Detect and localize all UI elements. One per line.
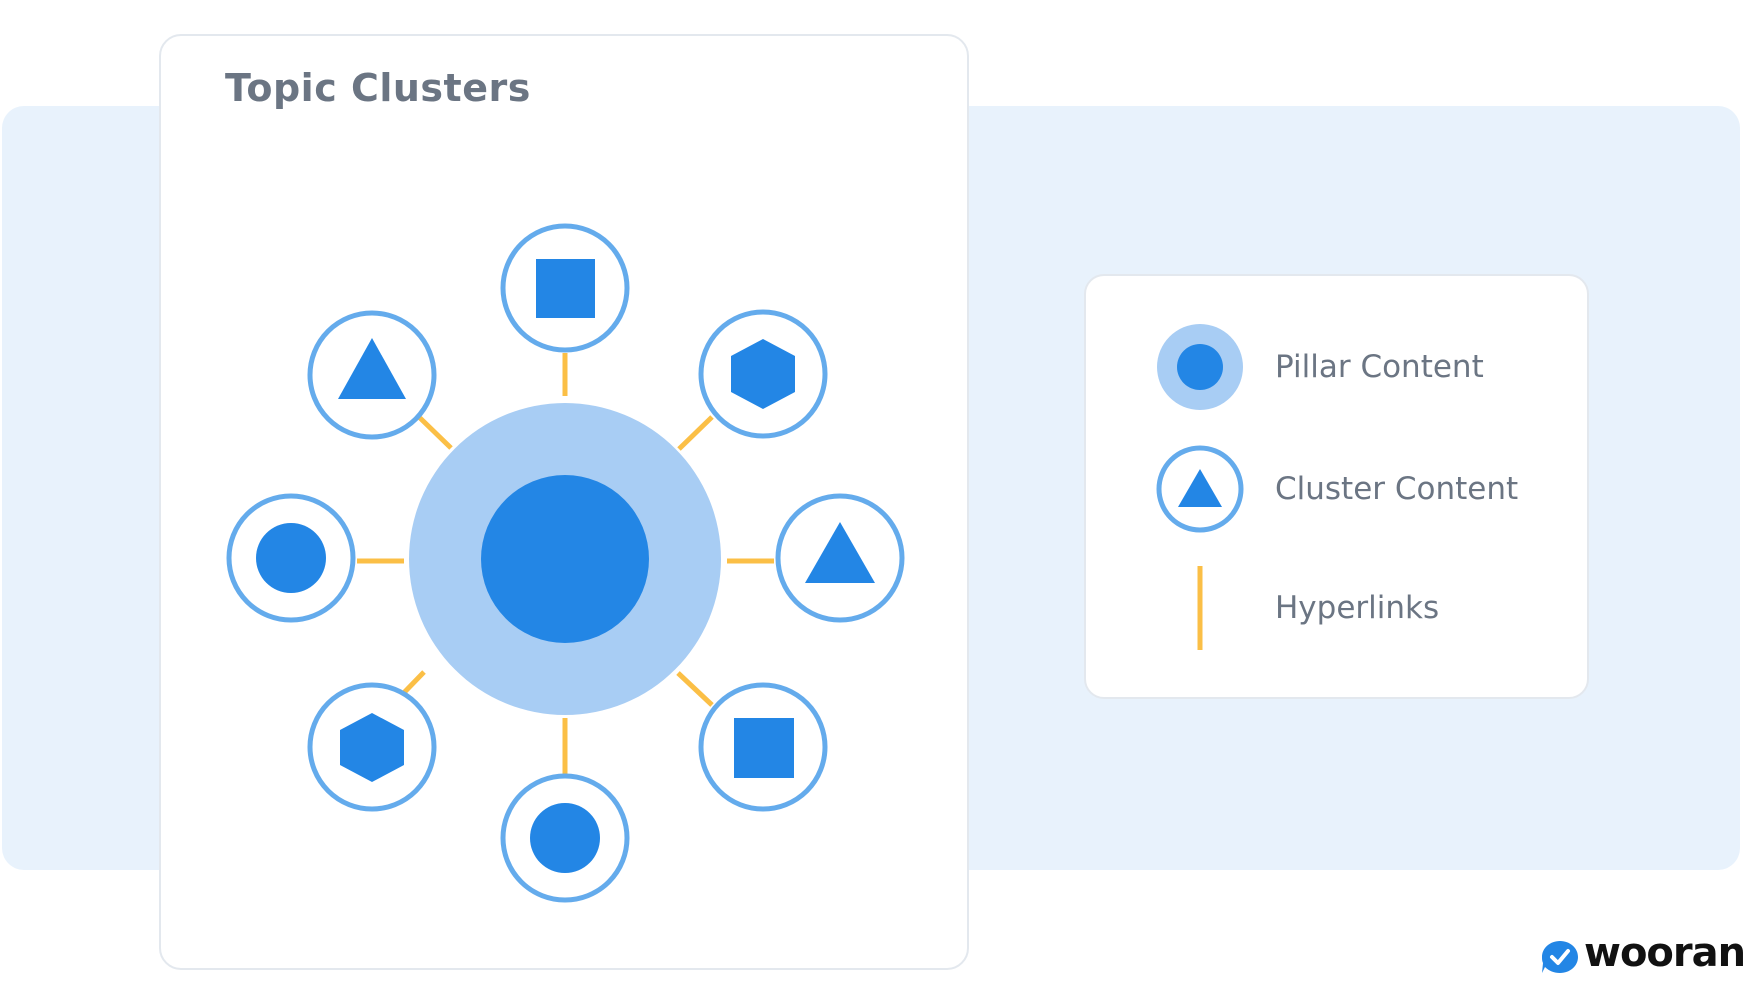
triangle-icon [338, 338, 406, 399]
diagram-title: Topic Clusters [225, 66, 531, 110]
hyperlink-line-icon [1197, 566, 1203, 650]
hexagon-icon [731, 339, 795, 409]
cluster-node-bottom-left [307, 682, 437, 812]
hyperlink-bottom-right [676, 671, 714, 707]
square-icon [536, 259, 595, 318]
pillar-inner-circle [481, 475, 649, 643]
topic-cluster-diagram [226, 223, 905, 903]
circle-icon [256, 523, 326, 593]
cluster-node-right [775, 493, 905, 623]
hyperlink-top-right [677, 415, 714, 451]
woorank-check-icon [1542, 941, 1578, 973]
cluster-node-bottom [500, 773, 630, 903]
square-icon [734, 718, 794, 778]
legend-label-cluster: Cluster Content [1275, 471, 1519, 507]
hyperlink-top-left [417, 415, 453, 450]
cluster-node-bottom-right [698, 682, 828, 812]
triangle-icon [805, 522, 875, 583]
legend-label-pillar: Pillar Content [1275, 349, 1484, 385]
cluster-node-top [500, 223, 630, 353]
legend-item-pillar: Pillar Content [1086, 317, 1587, 417]
brand-wordmark: woorank [1584, 930, 1744, 976]
cluster-node-top-right [698, 309, 828, 439]
cluster-node-top-left [307, 310, 437, 440]
circle-icon [530, 803, 600, 873]
legend-item-cluster: Cluster Content [1086, 439, 1587, 539]
legend-card: Pillar Content Cluster Content Hyperlink… [1084, 274, 1589, 699]
hyperlink-group [357, 353, 774, 774]
legend-label-hyperlinks: Hyperlinks [1275, 590, 1440, 626]
pillar-icon [1157, 324, 1243, 410]
cluster-icon [1156, 445, 1244, 533]
hexagon-icon [340, 713, 404, 782]
brand-logo: woorank [1540, 930, 1744, 978]
legend-item-hyperlinks: Hyperlinks [1086, 558, 1587, 658]
cluster-node-left [226, 493, 356, 623]
pillar-node [409, 403, 721, 715]
diagram-card: Topic Clusters [159, 34, 969, 970]
